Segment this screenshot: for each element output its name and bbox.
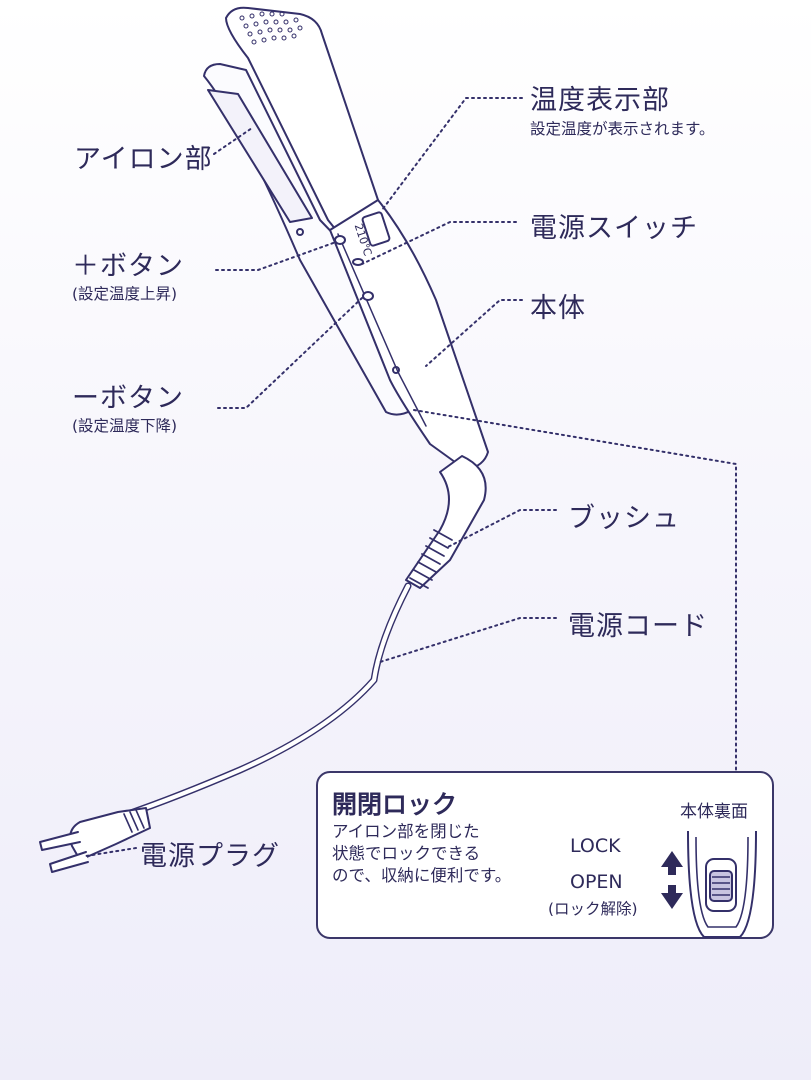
lock-panel: 開閉ロック アイロン部を閉じた 状態でロックできる ので、収納に便利です。 本体… <box>316 771 774 939</box>
lock-panel-desc-1: アイロン部を閉じた <box>332 822 480 841</box>
power-plug-label: 電源プラグ <box>140 841 280 872</box>
power-switch-shape <box>352 258 364 266</box>
back-side-label: 本体裏面 <box>680 802 748 822</box>
vent-holes <box>239 11 303 45</box>
leader-temp-display <box>381 97 523 211</box>
heating-plate <box>207 89 313 223</box>
leader-bush <box>445 509 557 549</box>
leader-power-switch <box>361 221 517 265</box>
plus-button-shape <box>334 235 346 245</box>
body-label: 本体 <box>530 293 586 324</box>
bush-label: ブッシュ <box>568 503 680 534</box>
bush-shape <box>405 455 487 589</box>
lock-label: LOCK <box>570 835 621 857</box>
lock-panel-desc-2: 状態でロックできる <box>332 844 481 863</box>
lock-slider-knob <box>709 870 733 902</box>
temp-display-label: 温度表示部 <box>530 85 670 116</box>
minus-button-note: (設定温度下降) <box>72 417 178 435</box>
power-cord-label: 電源コード <box>568 611 708 642</box>
open-note: (ロック解除) <box>548 900 638 918</box>
open-label: OPEN <box>570 871 623 893</box>
lock-panel-desc-3: ので、収納に便利です。 <box>332 866 512 885</box>
plus-button-note: (設定温度上昇) <box>72 285 178 303</box>
lock-mechanism <box>661 830 757 938</box>
plug-ribs <box>123 809 145 833</box>
leader-lock-back <box>413 409 737 773</box>
plug-prong-1 <box>39 831 81 851</box>
leader-body <box>425 299 523 367</box>
power-switch-label: 電源スイッチ <box>530 213 698 244</box>
arrow-up-icon <box>661 851 683 875</box>
lock-panel-title: 開閉ロック <box>332 790 458 819</box>
leader-minus-button <box>217 297 363 409</box>
bush-ribs <box>409 529 453 589</box>
leader-power-cord <box>379 617 557 663</box>
iron-part-label: アイロン部 <box>74 144 213 175</box>
temp-display-note: 設定温度が表示されます。 <box>530 120 715 138</box>
leader-power-plug <box>85 847 137 857</box>
main-body <box>329 199 489 471</box>
minus-button-shape <box>362 291 374 301</box>
arrow-down-icon <box>661 885 683 909</box>
temp-display-window <box>361 211 391 247</box>
leader-plus-button <box>215 241 337 271</box>
plug-prong-2 <box>49 851 89 873</box>
leader-iron-part <box>213 127 253 155</box>
minus-button-label: ーボタン <box>72 383 184 414</box>
plus-button-label: ＋ボタン <box>72 251 184 282</box>
